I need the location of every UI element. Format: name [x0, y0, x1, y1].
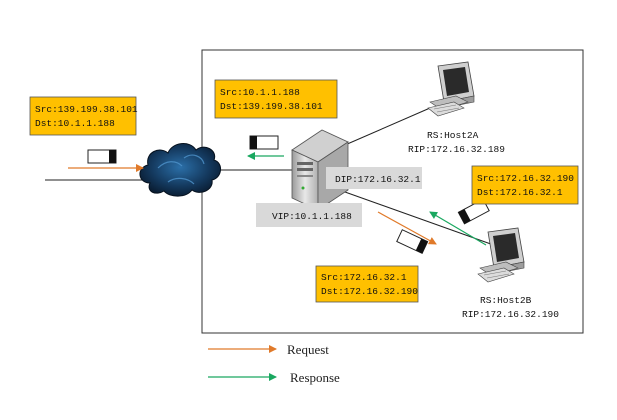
cloud-icon	[139, 143, 221, 197]
src-ip-text: Src:139.199.38.101	[35, 104, 138, 115]
host2b-rip: RIP:172.16.32.190	[462, 309, 559, 320]
src-ip-text: Src:10.1.1.188	[220, 87, 300, 98]
dip-box: DIP:172.16.32.1	[326, 167, 422, 189]
svg-text:DIP:172.16.32.1: DIP:172.16.32.1	[335, 174, 421, 185]
dst-ip-text: Dst:172.16.32.1	[477, 187, 563, 198]
packet-icon	[396, 229, 429, 255]
vip-box: VIP:10.1.1.188	[256, 203, 362, 227]
client-request-label: Src:139.199.38.101 Dst:10.1.1.188	[29, 96, 138, 136]
src-ip-text: Src:172.16.32.190	[477, 173, 574, 184]
legend-response-label: Response	[290, 370, 340, 385]
legend-request-label: Request	[287, 342, 329, 357]
lb-response-label: Src:10.1.1.188 Dst:139.199.38.101	[214, 79, 338, 119]
request-arrow	[377, 211, 437, 245]
host2a-name: RS:Host2A	[427, 130, 479, 141]
dst-ip-text: Dst:10.1.1.188	[35, 118, 115, 129]
response-arrow	[429, 211, 487, 246]
src-ip-text: Src:172.16.32.1	[321, 272, 407, 283]
dst-ip-text: Dst:172.16.32.190	[321, 286, 418, 297]
desktop-computer-icon	[427, 61, 475, 117]
packet-icon	[457, 198, 490, 225]
packet-icon	[249, 135, 279, 150]
lb-forward-label: Src:172.16.32.1 Dst:172.16.32.190	[315, 265, 419, 303]
legend: Request Response	[208, 342, 340, 385]
host2a-rip: RIP:172.16.32.189	[408, 144, 505, 155]
svg-text:VIP:10.1.1.188: VIP:10.1.1.188	[272, 211, 352, 222]
lb-to-host2a-link	[344, 107, 431, 146]
desktop-computer-icon	[477, 227, 525, 283]
host2b-name: RS:Host2B	[480, 295, 532, 306]
packet-icon	[87, 149, 117, 164]
dst-ip-text: Dst:139.199.38.101	[220, 101, 323, 112]
rs-response-label: Src:172.16.32.190 Dst:172.16.32.1	[471, 165, 579, 205]
